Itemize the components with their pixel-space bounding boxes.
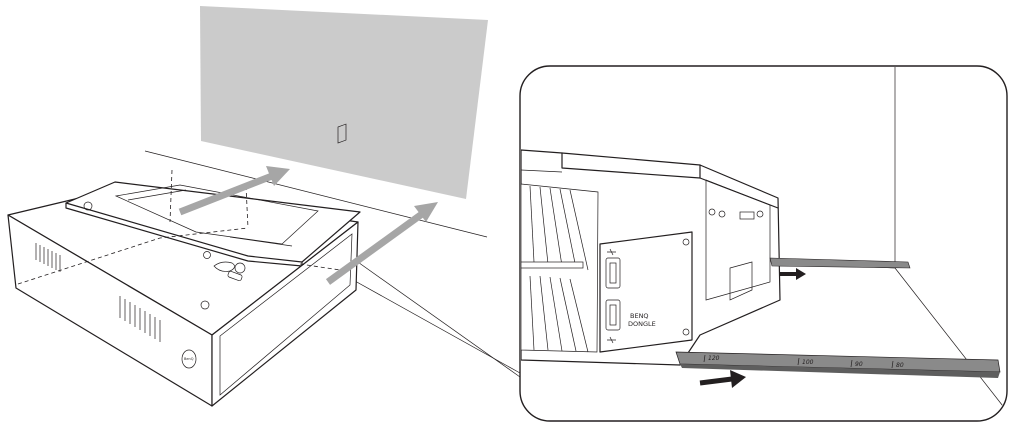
alignment-ruler-small bbox=[769, 257, 911, 269]
back-vent bbox=[521, 183, 599, 353]
ruler-mark: 90 bbox=[855, 361, 863, 368]
usb-port bbox=[605, 299, 621, 331]
projector-lid bbox=[65, 181, 361, 263]
projector: BenQ bbox=[7, 123, 361, 407]
connector-panel bbox=[705, 179, 771, 301]
side-vent-front bbox=[35, 243, 61, 272]
ruler-mark: 100 bbox=[802, 359, 814, 366]
port-panel bbox=[599, 231, 693, 353]
port-label: BENQ bbox=[630, 312, 649, 320]
arrow-right-icon bbox=[699, 370, 746, 388]
logo-badge bbox=[181, 349, 197, 369]
arrow-right-icon bbox=[780, 268, 806, 280]
callout-leader-line bbox=[345, 275, 521, 374]
projector-right-side bbox=[211, 221, 359, 407]
wall-floor-line bbox=[144, 150, 488, 238]
projection-arrow-icon bbox=[178, 166, 290, 216]
svg-text:BenQ: BenQ bbox=[184, 357, 194, 361]
projection-guide-line bbox=[17, 227, 249, 285]
projection-guide-line-3 bbox=[245, 185, 249, 229]
projection-guide-line-2 bbox=[169, 169, 173, 223]
side-vent-rear bbox=[119, 296, 161, 342]
ruler-mark: 80 bbox=[896, 362, 904, 369]
ruler-mark: 120 bbox=[708, 355, 720, 362]
usb-icon bbox=[607, 336, 616, 344]
usb-port bbox=[605, 257, 621, 289]
projection-screen bbox=[200, 6, 488, 199]
projection-arrow-icon bbox=[325, 202, 438, 285]
detail-callout: BENQ DONGLE 120 100 90 80 bbox=[519, 65, 1008, 422]
usb-icon bbox=[607, 248, 616, 256]
port-label: DONGLE bbox=[628, 320, 656, 328]
